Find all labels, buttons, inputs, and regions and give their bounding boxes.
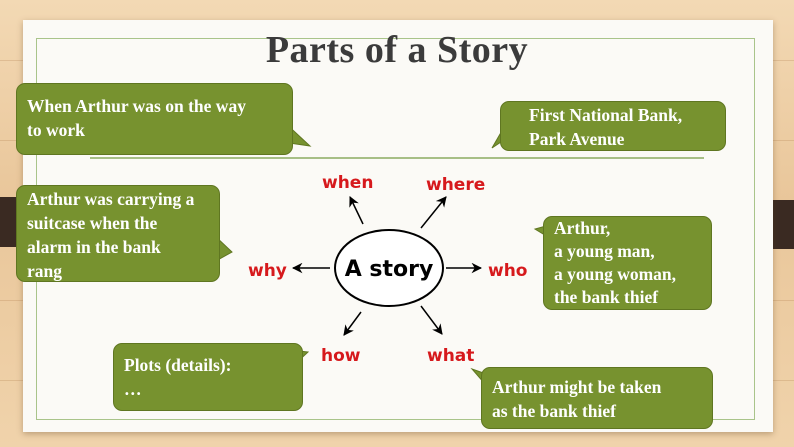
arrow-where	[420, 196, 447, 229]
bubble-what-text: Arthur might be taken as the bank thief	[492, 377, 662, 421]
label-who: who	[488, 261, 528, 281]
divider-line	[90, 157, 704, 159]
label-why: why	[248, 261, 287, 281]
label-how: how	[321, 346, 361, 366]
bubble-who-text: Arthur, a young man, a young woman, the …	[554, 218, 677, 307]
center-ellipse	[334, 229, 444, 307]
bubble-who: Arthur, a young man, a young woman, the …	[543, 216, 712, 310]
label-where: where	[426, 175, 485, 195]
bubble-how: Plots (details): …	[113, 343, 303, 411]
bubble-where: First National Bank, Park Avenue	[500, 101, 726, 151]
label-what: what	[427, 346, 474, 366]
arrow-what	[420, 305, 443, 335]
bubble-how-text: Plots (details): …	[124, 355, 232, 399]
bubble-where-text: First National Bank, Park Avenue	[529, 105, 683, 149]
arrow-when	[349, 196, 364, 225]
bubble-why-text: Arthur was carrying a suitcase when the …	[27, 189, 195, 281]
slide-title: Parts of a Story	[265, 29, 529, 71]
bubble-when-text: When Arthur was on the way to work	[27, 96, 246, 140]
center-label: A story	[345, 257, 434, 282]
label-when: when	[322, 173, 373, 193]
arrow-how	[343, 311, 362, 336]
bubble-why: Arthur was carrying a suitcase when the …	[16, 185, 220, 282]
bubble-when: When Arthur was on the way to work	[16, 83, 293, 155]
bubble-what: Arthur might be taken as the bank thief	[481, 367, 713, 429]
